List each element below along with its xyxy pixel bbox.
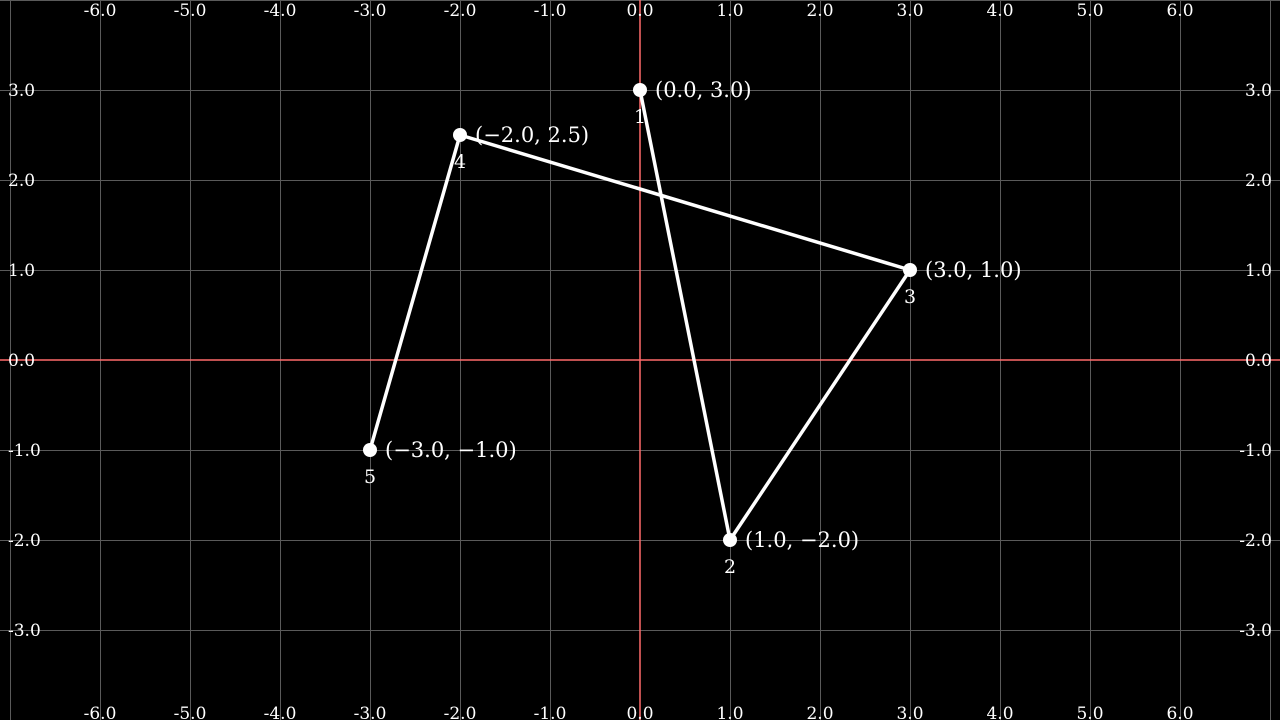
y-tick-label-left: 1.0 [8, 261, 35, 281]
y-tick-label-left: -2.0 [8, 531, 41, 551]
x-tick-label-top: -3.0 [354, 1, 387, 21]
x-tick-label-top: 5.0 [1076, 1, 1103, 21]
x-tick-label-bottom: -6.0 [84, 704, 117, 720]
point-labels: (0.0, 3.0) 1 (1.0, −2.0) 2 (3.0, 1.0) 3 (−2.0,… [364, 78, 1022, 578]
data-point [453, 128, 467, 142]
y-tick-label-left: -3.0 [8, 621, 41, 641]
x-tick-label-top: 4.0 [986, 1, 1013, 21]
x-tick-label-top: -1.0 [534, 1, 567, 21]
tick-labels: -6.0 -6.0 -5.0 -5.0 -4.0 -4.0 -3.0 -3.0 -2.0 -2.0… [8, 1, 1272, 720]
polygon-path [368, 88, 912, 542]
x-tick-label-bottom: -2.0 [444, 704, 477, 720]
data-point [633, 83, 647, 97]
point-coordinate-label: (−2.0, 2.5) [475, 123, 589, 147]
y-tick-label-right: 3.0 [1245, 81, 1272, 101]
point-coordinate-label: (−3.0, −1.0) [385, 438, 517, 462]
y-tick-label-right: 0.0 [1245, 351, 1272, 371]
point-index-label: 5 [364, 466, 376, 488]
x-tick-label-top: -2.0 [444, 1, 477, 21]
x-tick-label-bottom: -5.0 [174, 704, 207, 720]
data-point [903, 263, 917, 277]
y-tick-label-right: 2.0 [1245, 171, 1272, 191]
x-tick-label-top: 6.0 [1166, 1, 1193, 21]
path-segment [368, 133, 462, 452]
point-index-label: 2 [724, 556, 736, 578]
path-segment [728, 268, 912, 542]
x-tick-label-top: 3.0 [896, 1, 923, 21]
data-point [363, 443, 377, 457]
point-index-label: 3 [904, 286, 916, 308]
y-tick-label-right: -2.0 [1239, 531, 1272, 551]
y-tick-label-right: -1.0 [1239, 441, 1272, 461]
x-tick-label-bottom: 1.0 [716, 704, 743, 720]
point-index-label: 4 [454, 151, 466, 173]
y-tick-label-left: 3.0 [8, 81, 35, 101]
y-tick-label-right: 1.0 [1245, 261, 1272, 281]
x-tick-label-top: 0.0 [626, 1, 653, 21]
x-tick-label-bottom: 4.0 [986, 704, 1013, 720]
x-tick-label-bottom: 0.0 [626, 704, 653, 720]
point-coordinate-label: (0.0, 3.0) [655, 78, 752, 102]
x-tick-label-bottom: 2.0 [806, 704, 833, 720]
data-points [363, 83, 917, 547]
y-tick-label-left: 2.0 [8, 171, 35, 191]
data-point [723, 533, 737, 547]
point-coordinate-label: (3.0, 1.0) [925, 258, 1022, 282]
point-coordinate-label: (1.0, −2.0) [745, 528, 859, 552]
x-tick-label-bottom: -1.0 [534, 704, 567, 720]
y-tick-label-left: -1.0 [8, 441, 41, 461]
x-tick-label-bottom: 5.0 [1076, 704, 1103, 720]
x-tick-label-top: -6.0 [84, 1, 117, 21]
y-tick-label-right: -3.0 [1239, 621, 1272, 641]
x-tick-label-top: 2.0 [806, 1, 833, 21]
x-tick-label-top: -5.0 [174, 1, 207, 21]
path-segment [458, 133, 912, 272]
x-tick-label-bottom: 3.0 [896, 704, 923, 720]
x-tick-label-bottom: -4.0 [264, 704, 297, 720]
y-tick-label-left: 0.0 [8, 351, 35, 371]
point-index-label: 1 [634, 106, 646, 128]
path-segment [638, 88, 732, 542]
x-tick-label-bottom: -3.0 [354, 704, 387, 720]
x-tick-label-bottom: 6.0 [1166, 704, 1193, 720]
x-tick-label-top: 1.0 [716, 1, 743, 21]
x-tick-label-top: -4.0 [264, 1, 297, 21]
